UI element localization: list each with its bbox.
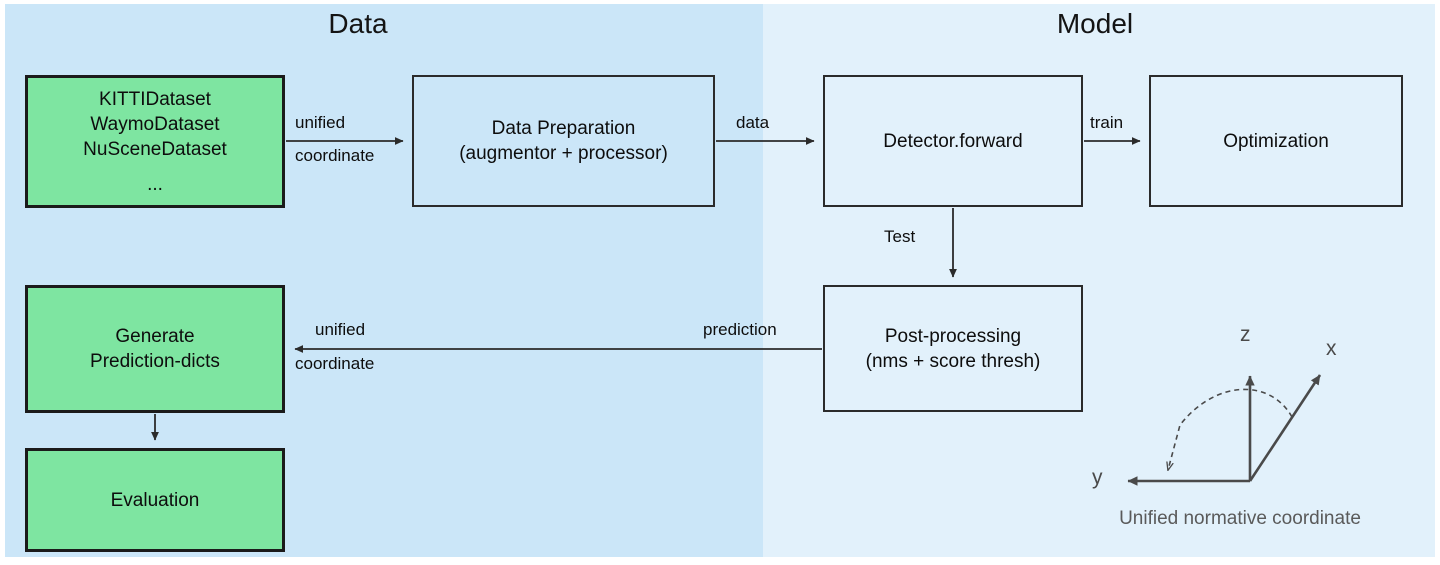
node-datasets-line-2: WaymoDataset: [90, 113, 220, 135]
node-optimization[interactable]: Optimization: [1149, 75, 1403, 207]
node-post-processing-line-1: Post-processing: [884, 325, 1022, 347]
node-evaluation-label: Evaluation: [110, 489, 200, 511]
edge-label-data: data: [736, 113, 770, 132]
node-detector-forward[interactable]: Detector.forward: [823, 75, 1083, 207]
edge-label-prediction: prediction: [703, 320, 777, 339]
node-datasets[interactable]: KITTIDataset WaymoDataset NuSceneDataset…: [25, 75, 285, 208]
node-post-processing[interactable]: Post-processing (nms + score thresh): [823, 285, 1083, 412]
axis-label-y: y: [1092, 466, 1103, 489]
edge-label-coordinate-1: coordinate: [295, 146, 375, 165]
node-detector-forward-label: Detector.forward: [883, 130, 1023, 152]
edge-label-unified-2: unified: [315, 320, 366, 339]
edge-label-unified-1: unified: [295, 113, 346, 132]
node-optimization-label: Optimization: [1223, 130, 1329, 152]
node-generate-line-2: Prediction-dicts: [90, 351, 220, 372]
axis-label-x: x: [1326, 337, 1337, 360]
node-datasets-line-3: NuSceneDataset: [83, 138, 227, 160]
panel-model: [763, 4, 1435, 557]
coordinate-diagram-caption: Unified normative coordinate: [1119, 508, 1361, 529]
node-data-preparation[interactable]: Data Preparation (augmentor + processor): [412, 75, 715, 207]
edge-label-coordinate-2: coordinate: [295, 354, 375, 373]
node-datasets-line-1: KITTIDataset: [99, 88, 211, 110]
edge-label-train: train: [1090, 113, 1124, 132]
node-datasets-ellipsis: ...: [147, 173, 163, 195]
node-generate-prediction-dicts[interactable]: Generate Prediction-dicts: [25, 285, 285, 413]
node-data-preparation-line-2: (augmentor + processor): [459, 143, 668, 164]
edge-label-test: Test: [884, 227, 916, 246]
node-generate-line-1: Generate: [115, 326, 195, 347]
node-data-preparation-line-1: Data Preparation: [491, 118, 636, 139]
node-post-processing-line-2: (nms + score thresh): [865, 350, 1041, 372]
panel-title-model: Model: [1056, 8, 1134, 39]
node-evaluation[interactable]: Evaluation: [25, 448, 285, 552]
panel-title-data: Data: [328, 8, 388, 39]
axis-label-z: z: [1240, 323, 1251, 346]
